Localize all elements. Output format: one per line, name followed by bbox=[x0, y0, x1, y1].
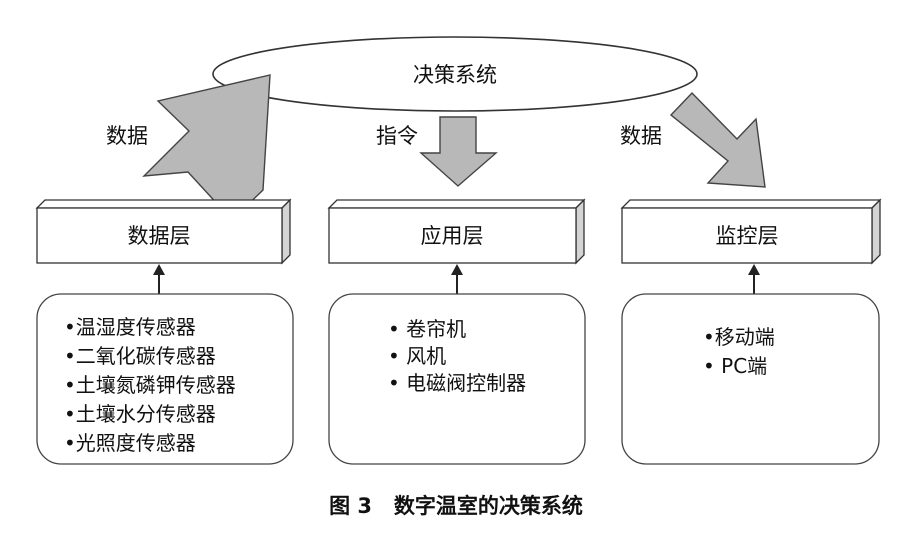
connector-application bbox=[451, 264, 463, 294]
list-item: •光照度传感器 bbox=[64, 431, 196, 455]
layer-label-monitor: 监控层 bbox=[716, 224, 779, 248]
list-item: •土壤水分传感器 bbox=[64, 402, 216, 426]
list-box-data bbox=[36, 293, 294, 465]
list-box-monitor bbox=[621, 293, 880, 465]
list-item: • PC端 bbox=[703, 354, 767, 378]
arrow-left-label: 数据 bbox=[106, 124, 148, 148]
arrow-center-label: 指令 bbox=[376, 124, 418, 148]
arrow-center-instruction bbox=[419, 116, 498, 187]
connector-monitor bbox=[748, 264, 760, 294]
list-item: • 电磁阀控制器 bbox=[388, 371, 526, 395]
arrow-right-data bbox=[669, 91, 766, 188]
decision-ellipse bbox=[212, 36, 698, 112]
arrow-right-label: 数据 bbox=[620, 124, 662, 148]
layer-label-application: 应用层 bbox=[421, 224, 484, 248]
list-item: • 卷帘机 bbox=[388, 317, 466, 341]
list-item: •移动端 bbox=[703, 325, 775, 349]
list-item: •温湿度传感器 bbox=[64, 315, 196, 339]
list-item: •二氧化碳传感器 bbox=[64, 344, 216, 368]
list-item: •土壤氮磷钾传感器 bbox=[64, 373, 236, 397]
list-box-application bbox=[328, 293, 586, 465]
decision-label: 决策系统 bbox=[413, 63, 497, 87]
connector-data bbox=[153, 264, 165, 294]
layer-box-application: 应用层 bbox=[327, 198, 586, 265]
layer-label-data: 数据层 bbox=[128, 224, 191, 248]
layer-box-monitor: 监控层 bbox=[620, 198, 882, 265]
figure-caption: 图 3 数字温室的决策系统 bbox=[329, 494, 583, 518]
layer-box-data: 数据层 bbox=[35, 198, 292, 265]
arrow-left-data bbox=[142, 74, 271, 222]
list-item: • 风机 bbox=[388, 344, 446, 368]
